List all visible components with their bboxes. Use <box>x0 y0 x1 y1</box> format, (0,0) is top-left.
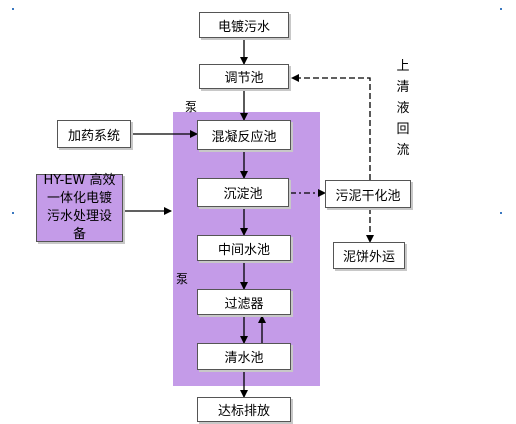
node-sludge-drying-tank: 污泥干化池 <box>325 180 411 208</box>
node-regulating-tank: 调节池 <box>199 64 289 89</box>
arrow-supernatant-return <box>291 74 371 180</box>
corner-mark <box>500 8 502 10</box>
node-intermediate-tank: 中间水池 <box>197 235 291 261</box>
node-equipment: HY-EW 高效一体化电镀污水处理设备 <box>36 173 123 242</box>
label-supernatant-return: 上清液回流 <box>396 59 410 158</box>
node-dosing-system: 加药系统 <box>57 120 131 148</box>
corner-mark <box>12 212 14 214</box>
node-wastewater: 电镀污水 <box>199 12 289 38</box>
node-clear-water-tank: 清水池 <box>197 343 291 370</box>
corner-mark <box>12 8 14 10</box>
node-filter: 过滤器 <box>197 289 291 315</box>
node-discharge: 达标排放 <box>197 397 291 422</box>
node-sedimentation-tank: 沉淀池 <box>197 178 289 207</box>
node-sludge-cake: 泥饼外运 <box>333 242 405 269</box>
label-pump-mid: 泵 <box>176 272 189 286</box>
corner-mark <box>500 212 502 214</box>
node-coagulation-tank: 混凝反应池 <box>197 120 291 150</box>
label-pump-top: 泵 <box>185 100 198 114</box>
